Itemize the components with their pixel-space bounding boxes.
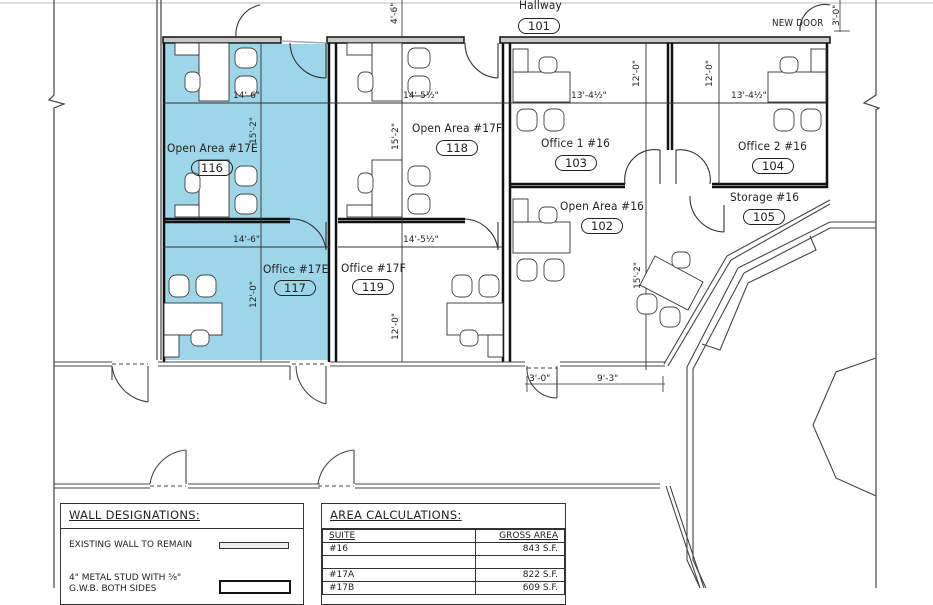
area-cell: 822 S.F.: [475, 568, 565, 582]
header-gross-area: GROSS AREA: [475, 529, 565, 543]
room-name-office-17e: Office #17E: [263, 262, 329, 276]
chairs: [168, 47, 822, 347]
suite-cell: #17B: [322, 581, 476, 595]
angled-walls: [663, 199, 877, 588]
dim-14-6-b: 14'-6": [233, 235, 261, 245]
room-number-101: 101: [518, 18, 560, 34]
suite-cell: #17A: [322, 568, 476, 582]
corridor-walls: [54, 361, 665, 489]
dim-12-0-a: 12'-0": [249, 280, 259, 308]
dim-12-0-b: 12'-0": [391, 312, 401, 340]
dim-4-6: 4'-6": [390, 2, 400, 24]
room-number-118: 118: [436, 140, 478, 156]
room-number-105: 105: [743, 209, 785, 225]
dim-15-2-a: 15'-2": [249, 116, 259, 144]
mid-walls: [164, 182, 827, 224]
dim-15-2-c: 15'-2": [633, 261, 643, 289]
area-calculations-title: AREA CALCULATIONS:: [322, 504, 565, 529]
room-number-102: 102: [581, 218, 623, 234]
legend-existing-wall-label: EXISTING WALL TO REMAIN: [69, 540, 193, 550]
dim-14-6-a: 14'-6": [233, 91, 261, 101]
room-name-office-17f: Office #17F: [341, 261, 406, 275]
dim-14-5h-b: 14'-5½": [403, 235, 439, 245]
table-row: [322, 555, 565, 569]
new-door-note: NEW DOOR: [772, 18, 824, 29]
dimension-lines: [401, 0, 850, 392]
area-cell: 609 S.F.: [475, 581, 565, 595]
area-table: SUITE GROSS AREA #16 843 S.F. #17A 822 S…: [322, 529, 565, 595]
room-number-116: 116: [191, 160, 233, 176]
area-table-header: SUITE GROSS AREA: [322, 529, 565, 543]
floor-plan-drawing: [0, 0, 933, 588]
dim-12-0-d: 12'-0": [705, 59, 715, 87]
legend-metal-stud-swatch: [219, 580, 291, 594]
dim-15-2-b: 15'-2": [391, 122, 401, 150]
partition-walls: [162, 43, 829, 362]
room-name-open-area-16: Open Area #16: [560, 199, 645, 213]
room-number-117: 117: [274, 280, 316, 296]
room-name-hallway: Hallway: [519, 0, 563, 12]
header-suite: SUITE: [322, 529, 476, 543]
wall-designations-title: WALL DESIGNATIONS:: [61, 504, 303, 529]
interior-doors: [235, 3, 831, 251]
room-name-office-1-16: Office 1 #16: [541, 136, 611, 150]
table-row: #17A 822 S.F.: [322, 568, 565, 582]
legend-existing-wall-swatch: [219, 542, 289, 549]
area-calculations-legend: AREA CALCULATIONS: SUITE GROSS AREA #16 …: [321, 503, 566, 605]
table-row: #17B 609 S.F.: [322, 581, 565, 595]
area-cell: [475, 555, 565, 569]
dim-3-0-bottom: 3'-0": [529, 374, 551, 384]
legend-metal-stud-label: 4" METAL STUD WITH ⅝": [69, 573, 182, 583]
room-name-open-area-17f: Open Area #17F: [412, 121, 503, 135]
table-row: #16 843 S.F.: [322, 542, 565, 556]
legend-metal-stud-label-2: G.W.B. BOTH SIDES: [69, 584, 157, 594]
room-name-storage-16: Storage #16: [730, 190, 800, 204]
top-walls: [162, 36, 831, 44]
dim-13-4h-b: 13'-4½": [731, 91, 767, 101]
room-name-office-2-16: Office 2 #16: [738, 139, 808, 153]
dim-9-3: 9'-3": [597, 374, 619, 384]
area-cell: 843 S.F.: [475, 542, 565, 556]
dim-14-5h-a: 14'-5½": [403, 91, 439, 101]
room-name-open-area-17e: Open Area #17E: [167, 141, 258, 155]
dim-13-4h-a: 13'-4½": [571, 91, 607, 101]
room-number-103: 103: [555, 155, 597, 171]
room-number-104: 104: [752, 158, 794, 174]
suite-cell: [322, 555, 476, 569]
dim-12-0-c: 12'-0": [632, 59, 642, 87]
room-number-119: 119: [352, 279, 394, 295]
building-boundary: [47, 0, 881, 588]
wall-designations-legend: WALL DESIGNATIONS: EXISTING WALL TO REMA…: [60, 503, 304, 605]
suite-cell: #16: [322, 542, 476, 556]
dim-3-0-top: 3'-0": [832, 4, 842, 26]
